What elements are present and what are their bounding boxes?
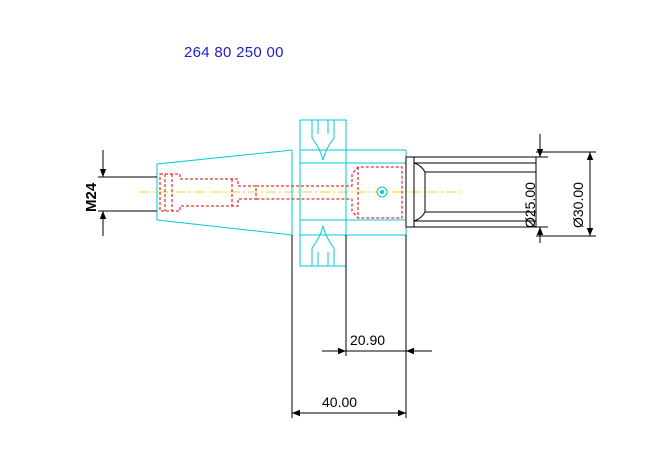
flange xyxy=(299,119,347,267)
diameter-inner-label: Ø25.00 xyxy=(522,182,538,228)
diameter-outer-label: Ø30.00 xyxy=(570,182,586,228)
length-long-label: 40.00 xyxy=(322,394,357,410)
dimension-length-short: 20.90 xyxy=(322,235,432,356)
dimension-thread: M24 xyxy=(83,150,157,236)
cross-hole xyxy=(376,186,388,198)
clamping-body xyxy=(405,156,537,228)
dimension-length-long: 40.00 xyxy=(291,235,407,418)
part-number-label: 264 80 250 00 xyxy=(184,44,284,61)
length-short-label: 20.90 xyxy=(350,332,385,348)
dimension-diameter-outer: Ø30.00 xyxy=(536,151,596,237)
dimension-diameter-inner: Ø25.00 xyxy=(522,134,548,243)
internal-bore-hidden-lines xyxy=(159,166,403,219)
thread-label: M24 xyxy=(83,182,100,212)
